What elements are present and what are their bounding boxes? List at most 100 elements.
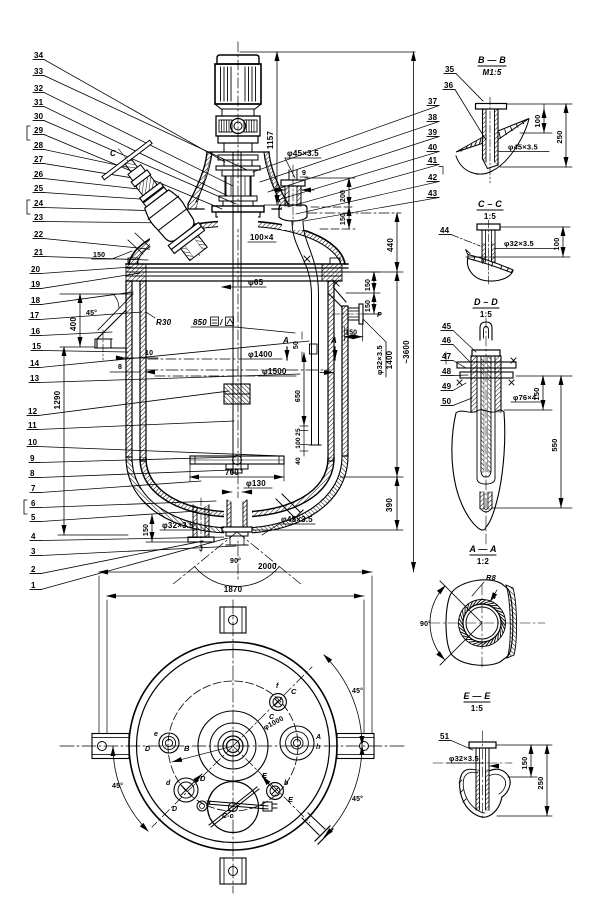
svg-text:C-c: C-c	[222, 813, 234, 820]
svg-text:1:5: 1:5	[471, 704, 484, 713]
svg-text:22: 22	[34, 230, 44, 239]
svg-text:C: C	[269, 714, 275, 721]
svg-text:40: 40	[295, 457, 302, 465]
svg-text:440: 440	[386, 238, 395, 252]
svg-text:φ65: φ65	[248, 278, 264, 287]
svg-text:45°: 45°	[112, 782, 123, 790]
svg-text:35: 35	[445, 65, 455, 74]
svg-text:150: 150	[93, 252, 105, 259]
svg-text:A: A	[315, 734, 321, 741]
svg-text:13: 13	[30, 374, 40, 383]
svg-text:390: 390	[385, 498, 394, 512]
svg-text:φ32×3.5: φ32×3.5	[162, 521, 194, 530]
svg-text:34: 34	[34, 51, 44, 60]
svg-text:b: b	[284, 780, 289, 787]
svg-text:φ1500: φ1500	[262, 367, 287, 376]
svg-text:150: 150	[365, 279, 372, 291]
svg-text:~3600: ~3600	[402, 340, 411, 364]
svg-text:B: B	[184, 744, 190, 753]
svg-text:10: 10	[28, 438, 38, 447]
svg-text:50: 50	[293, 341, 300, 349]
svg-text:150: 150	[520, 756, 529, 769]
svg-text:90°: 90°	[230, 557, 241, 565]
svg-text:E: E	[262, 771, 268, 780]
svg-text:20: 20	[31, 265, 41, 274]
svg-text:40: 40	[428, 143, 438, 152]
svg-text:f: f	[276, 683, 279, 690]
svg-text:/: /	[219, 318, 223, 327]
svg-text:23: 23	[34, 213, 44, 222]
svg-text:51: 51	[440, 732, 450, 741]
svg-text:550: 550	[550, 438, 559, 451]
svg-text:R30: R30	[156, 318, 172, 327]
svg-text:48: 48	[442, 367, 452, 376]
svg-text:150: 150	[340, 213, 347, 225]
svg-text:E: E	[288, 795, 294, 804]
svg-text:D – D: D – D	[474, 297, 498, 307]
svg-text:9: 9	[302, 170, 306, 177]
svg-text:41: 41	[428, 156, 438, 165]
svg-text:17: 17	[30, 311, 40, 320]
svg-text:50: 50	[442, 397, 452, 406]
svg-text:27: 27	[34, 155, 44, 164]
svg-text:3: 3	[31, 547, 36, 556]
svg-text:1:2: 1:2	[477, 557, 490, 566]
svg-text:19: 19	[31, 280, 41, 289]
svg-text:39: 39	[428, 128, 438, 137]
svg-text:90°: 90°	[420, 620, 431, 628]
svg-text:4: 4	[31, 532, 36, 541]
svg-text:A: A	[282, 336, 289, 345]
svg-text:25: 25	[34, 184, 44, 193]
svg-text:28: 28	[34, 141, 44, 150]
svg-text:C – C: C – C	[478, 199, 502, 209]
svg-text:100: 100	[533, 114, 542, 127]
svg-text:250: 250	[536, 776, 545, 789]
svg-text:φ1400: φ1400	[248, 350, 273, 359]
svg-text:M1:5: M1:5	[482, 68, 501, 77]
svg-text:φ32×3.5: φ32×3.5	[375, 345, 384, 375]
svg-text:9: 9	[30, 454, 35, 463]
svg-text:200: 200	[340, 190, 347, 202]
svg-text:1: 1	[31, 581, 36, 590]
svg-text:C: C	[291, 687, 297, 696]
svg-text:14: 14	[30, 359, 40, 368]
svg-text:1:5: 1:5	[484, 212, 497, 221]
svg-text:6: 6	[31, 499, 36, 508]
svg-text:25: 25	[295, 428, 302, 436]
svg-text:e: e	[154, 731, 158, 738]
svg-text:E — E: E — E	[463, 691, 491, 701]
svg-text:8: 8	[30, 469, 35, 478]
svg-text:26: 26	[34, 170, 44, 179]
svg-text:29: 29	[34, 126, 44, 135]
svg-text:P: P	[377, 312, 382, 319]
svg-text:1400: 1400	[385, 350, 394, 369]
svg-text:5: 5	[31, 513, 36, 522]
svg-text:45: 45	[442, 322, 452, 331]
svg-text:18: 18	[31, 296, 41, 305]
svg-text:φ45×3.5: φ45×3.5	[508, 143, 538, 152]
svg-text:J: J	[199, 546, 203, 553]
svg-text:φ45×3.5: φ45×3.5	[281, 515, 313, 524]
svg-text:d: d	[166, 780, 171, 787]
svg-text:38: 38	[428, 113, 438, 122]
svg-text:h: h	[316, 744, 320, 751]
svg-text:46: 46	[442, 336, 452, 345]
svg-text:30: 30	[34, 112, 44, 121]
svg-text:36: 36	[444, 81, 454, 90]
svg-text:100×4: 100×4	[250, 233, 274, 242]
svg-text:33: 33	[34, 67, 44, 76]
svg-text:1:5: 1:5	[480, 310, 493, 319]
svg-text:10: 10	[145, 350, 153, 357]
svg-text:100: 100	[295, 437, 302, 449]
svg-text:φ32×3.5: φ32×3.5	[504, 239, 534, 248]
svg-text:150: 150	[365, 300, 372, 312]
svg-text:φ76×4: φ76×4	[513, 393, 537, 402]
svg-text:D: D	[172, 806, 177, 813]
svg-text:12: 12	[28, 407, 38, 416]
svg-text:2: 2	[31, 565, 36, 574]
svg-text:A — A: A — A	[468, 544, 496, 554]
svg-text:47: 47	[442, 352, 452, 361]
svg-text:32: 32	[34, 84, 44, 93]
svg-text:11: 11	[28, 421, 37, 430]
svg-text:1290: 1290	[53, 390, 62, 409]
